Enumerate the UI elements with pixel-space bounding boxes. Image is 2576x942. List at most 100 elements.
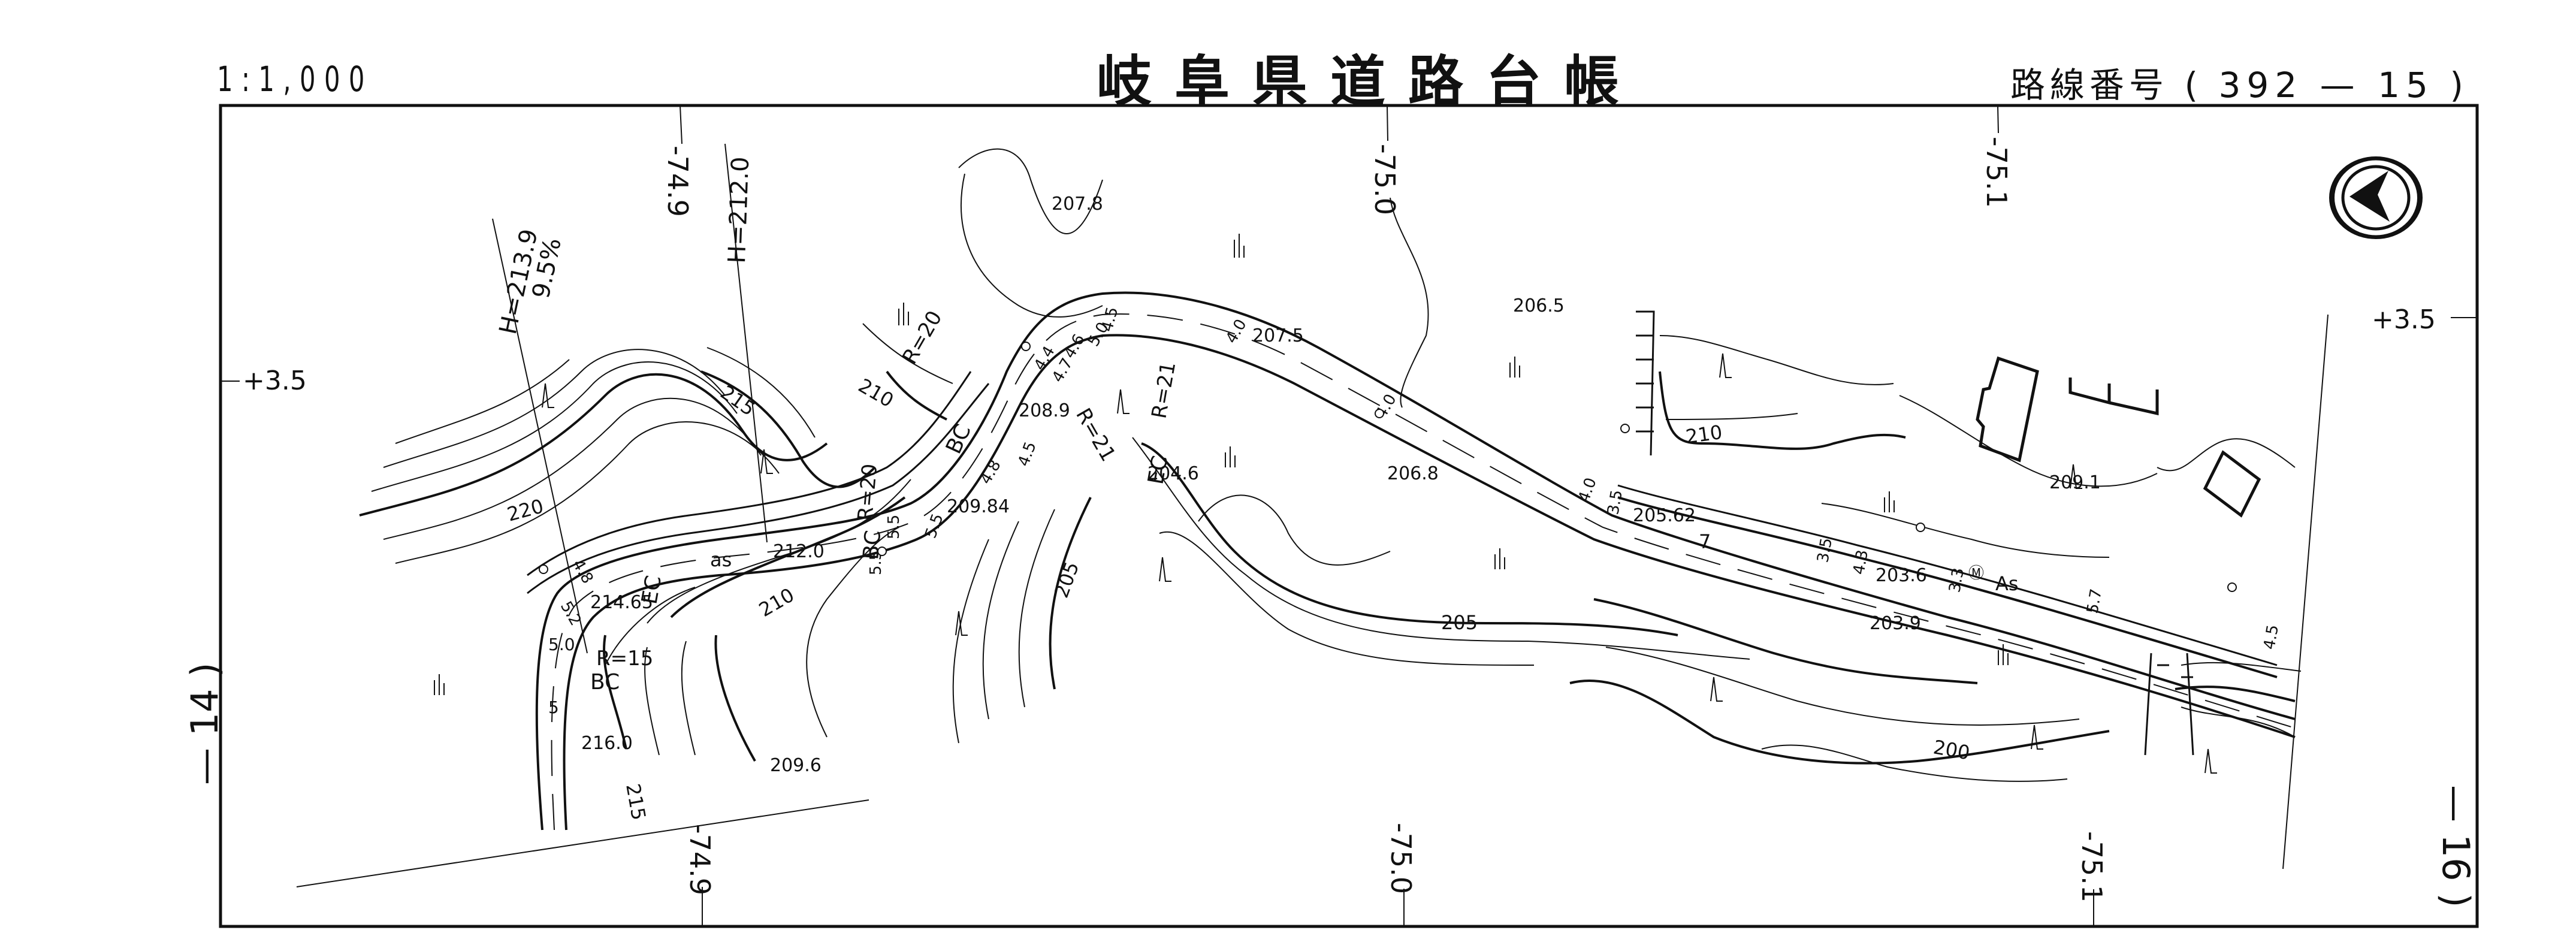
elevation-label: 209.6	[770, 755, 822, 776]
elevation-label: 205.62	[1633, 505, 1696, 526]
field-symbol-icon	[434, 674, 445, 695]
route-number-close: )	[2450, 65, 2468, 105]
contour-label: 215	[716, 381, 759, 420]
survey-point-icon	[539, 564, 548, 574]
field-symbol-icon	[898, 303, 909, 325]
width-label: 5.5	[922, 511, 947, 541]
survey-point-icon	[1021, 342, 1031, 351]
buildings	[1976, 356, 2261, 518]
tree-symbol-icon	[1159, 557, 1171, 582]
survey-point-icon	[877, 547, 887, 556]
width-label: 4.5	[1014, 439, 1040, 469]
grid-label-bot-750: -75.0	[1385, 823, 1417, 894]
grid-label-right: +3.5	[2372, 304, 2436, 335]
field-symbol-icon	[1998, 644, 2009, 665]
contour-label: 215	[621, 782, 650, 822]
width-label: 4.0	[1575, 475, 1600, 505]
elevation-label: 204.6	[1147, 463, 1199, 484]
curve-point-label: EC	[637, 573, 666, 606]
marker-label: Ⓜ	[1968, 564, 1984, 582]
width-label: 3.5	[1814, 536, 1836, 564]
elevation-label: 214.65	[590, 592, 653, 613]
route-number-label: 路線番号	[2010, 65, 2169, 105]
width-label: 4.5	[2260, 623, 2282, 651]
vegetation-symbols	[434, 234, 2217, 774]
width-label: 4.8	[569, 557, 597, 587]
map-frame	[219, 104, 2479, 928]
route-number-value: 392 — 15	[2218, 65, 2434, 105]
curve-point-label: BC	[941, 421, 976, 458]
contour-lines	[359, 148, 2302, 782]
elevation-label: 206.8	[1387, 463, 1439, 484]
width-label: 4.8	[977, 457, 1005, 488]
field-symbol-icon	[1234, 234, 1245, 258]
field-symbol-icon	[1494, 548, 1505, 569]
grid-label-top-751: -75.1	[1980, 137, 2013, 208]
grid-ticks	[221, 105, 2477, 926]
curve-radius-label: R=21	[1147, 360, 1180, 421]
elevation-label: 208.9	[1019, 400, 1070, 421]
grid-label-bot-749: -74.9	[684, 824, 716, 895]
survey-point-icon	[1375, 409, 1384, 418]
grid-label-left: +3.5	[243, 366, 307, 396]
building-2	[2068, 378, 2159, 416]
width-label: 3.5	[1604, 488, 1626, 516]
survey-point-icon	[1916, 523, 1925, 532]
width-label: 5.7	[2083, 587, 2106, 615]
tree-symbol-icon	[1719, 353, 1732, 378]
contour-label: 220	[505, 494, 546, 526]
width-label: 4.3	[1850, 548, 1872, 576]
gradient-label-2: H=212.0	[723, 156, 754, 264]
contour-label: 210	[854, 374, 898, 412]
page-title: 岐阜県道路台帳	[1097, 50, 1642, 114]
width-label: 4.6	[1061, 331, 1089, 362]
building-3	[2203, 450, 2261, 518]
field-symbol-icon	[1225, 446, 1236, 467]
elevation-label: 212.0	[773, 541, 825, 562]
tree-symbol-icon	[1710, 677, 1723, 702]
grid-label-top-749: -74.9	[662, 146, 694, 217]
elevation-label: 203.6	[1876, 565, 1927, 586]
surface-label: As	[1995, 572, 2019, 595]
width-label: 5	[548, 698, 559, 717]
section-line-right	[2282, 314, 2329, 869]
grid-label-top-750: -75.0	[1369, 144, 1401, 215]
survey-markers	[539, 342, 2237, 592]
survey-point-icon	[2227, 582, 2237, 592]
elevation-label: 207.8	[1052, 194, 1103, 215]
tree-symbol-icon	[2031, 724, 2043, 750]
survey-point-icon	[1620, 424, 1630, 433]
field-symbol-icon	[1884, 491, 1895, 512]
elevation-label: 207.5	[1252, 325, 1304, 346]
road-edges	[535, 291, 2296, 831]
slope-hatching	[527, 310, 2278, 756]
width-label: 3.3	[1946, 566, 1968, 594]
curve-point-label: BC	[590, 670, 620, 695]
curve-point-label: EC	[1143, 454, 1173, 486]
section-line-left	[296, 799, 869, 887]
contour-label: 205	[1441, 611, 1478, 634]
contour-label: 205	[1050, 558, 1084, 600]
grid-line-top-750	[1387, 105, 1388, 141]
grid-label-bot-751: -75.1	[2076, 831, 2108, 902]
north-arrow-icon	[2329, 156, 2423, 239]
elevation-label: 206.5	[1513, 295, 1565, 316]
tree-symbol-icon	[760, 449, 773, 474]
route-number: 路線番号 ( 392 — 15 )	[2010, 57, 2468, 107]
width-label: 5.5	[885, 515, 903, 539]
curve-radius-label: R=21	[1071, 404, 1120, 466]
surface-label: as	[710, 548, 732, 571]
width-label: 4.0	[1222, 316, 1251, 347]
tree-symbol-icon	[955, 611, 968, 636]
curve-radius-label: R=20	[898, 307, 947, 369]
tree-symbol-icon	[2070, 464, 2082, 489]
elevation-label: 209.84	[947, 496, 1010, 517]
tree-symbol-icon	[542, 383, 554, 408]
tree-symbol-icon	[1117, 389, 1130, 414]
field-symbol-icon	[1509, 357, 1520, 378]
building-1	[1976, 356, 2039, 463]
curve-radius-label: R=20	[853, 463, 882, 522]
width-label: 5.0	[548, 635, 575, 654]
profile-line-2	[724, 143, 768, 543]
